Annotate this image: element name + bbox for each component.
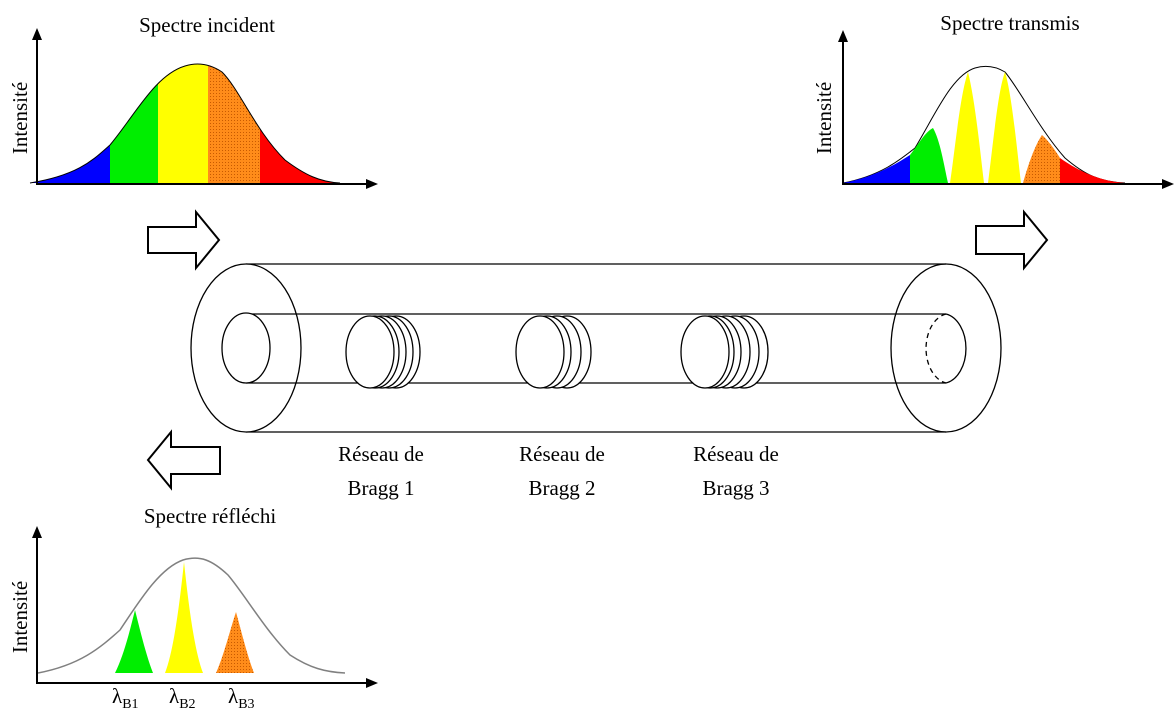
- transmitted-band-green: [910, 128, 948, 183]
- grating-2-label-line2: Bragg 2: [528, 476, 595, 500]
- transmitted-band-orange: [1023, 135, 1060, 183]
- bragg-grating-2: [515, 315, 592, 389]
- transmitted-y-axis-arrowhead: [838, 30, 848, 42]
- transmitted-x-axis-arrowhead: [1162, 179, 1174, 189]
- incident-spectrum-title: Spectre incident: [139, 13, 275, 37]
- reflected-spectrum-title: Spectre réfléchi: [144, 504, 277, 528]
- band-orange: [208, 64, 260, 183]
- band-red: [260, 64, 340, 183]
- transmitted-band-yellow-left: [950, 72, 984, 183]
- transmitted-flow-arrow: [975, 209, 1049, 271]
- incident-spectrum-bands: [30, 64, 340, 183]
- grating-1-label-line2: Bragg 1: [347, 476, 414, 500]
- grating-label-3: Réseau de Bragg 3: [693, 442, 779, 500]
- reflected-peak-b2: [165, 562, 203, 673]
- transmitted-envelope-curve: [842, 65, 1126, 184]
- wavelength-label-b2: λB2: [169, 684, 196, 711]
- reflected-y-axis-arrowhead: [32, 526, 42, 538]
- core-back-face-hidden: [925, 313, 947, 384]
- grating-3-label-line1: Réseau de: [693, 442, 779, 466]
- optical-fiber: [190, 263, 1002, 433]
- transmitted-spectrum-panel: Spectre transmis Intensité: [812, 11, 1174, 189]
- bragg-grating-3: [680, 315, 769, 389]
- transmitted-band-blue: [843, 155, 910, 183]
- wavelength-label-b1: λB1: [112, 684, 139, 711]
- cladding-back-face: [890, 263, 1002, 433]
- reflected-peak-b1: [115, 610, 153, 673]
- grating-1-label-line1: Réseau de: [338, 442, 424, 466]
- core-back-face-visible: [945, 313, 967, 384]
- grating-2-label-line1: Réseau de: [519, 442, 605, 466]
- incident-spectrum-panel: Spectre incident Intensité: [8, 13, 378, 189]
- reflected-y-axis-label: Intensité: [8, 581, 32, 653]
- incident-y-axis-label: Intensité: [8, 82, 32, 154]
- incident-x-axis-arrowhead: [366, 179, 378, 189]
- transmitted-band-red: [1060, 158, 1125, 183]
- incident-y-axis-arrowhead: [32, 28, 42, 40]
- transmitted-y-axis-label: Intensité: [812, 82, 836, 154]
- transmitted-band-yellow-right: [988, 72, 1021, 183]
- incident-envelope-curve: [29, 63, 341, 184]
- incident-flow-arrow: [147, 209, 221, 271]
- reflected-x-axis-arrowhead: [366, 678, 378, 688]
- wavelength-label-b3: λB3: [228, 684, 255, 711]
- reflected-spectrum-panel: Spectre réfléchi Intensité λB1 λB2 λB3: [8, 504, 378, 711]
- reflected-peak-b3: [216, 612, 254, 673]
- grating-label-1: Réseau de Bragg 1: [338, 442, 424, 500]
- bragg-grating-1: [345, 315, 421, 389]
- core-front-face: [221, 312, 271, 384]
- reflected-envelope-curve: [37, 557, 346, 674]
- band-blue: [30, 64, 110, 183]
- grating-label-2: Réseau de Bragg 2: [519, 442, 605, 500]
- band-yellow: [158, 64, 208, 183]
- reflected-flow-arrow: [146, 429, 221, 491]
- transmitted-spectrum-title: Spectre transmis: [940, 11, 1079, 35]
- grating-3-label-line2: Bragg 3: [702, 476, 769, 500]
